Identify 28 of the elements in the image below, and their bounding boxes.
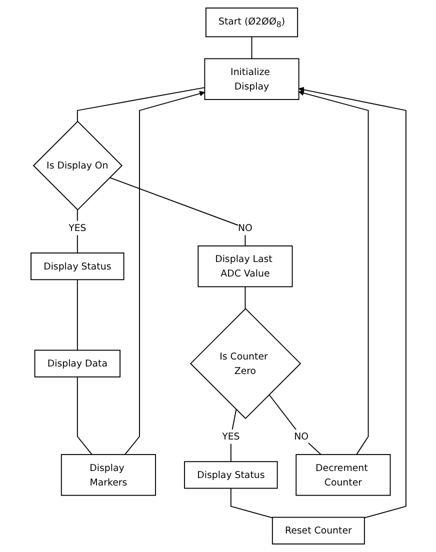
connector [244, 286, 246, 310]
connector [76, 87, 205, 122]
node-diamond: Is Counter Zero [189, 308, 301, 420]
arrow [124, 90, 204, 456]
connector [76, 376, 92, 456]
connector [76, 279, 78, 351]
node-box: Display Markers [60, 454, 156, 496]
connector [108, 177, 246, 246]
connector [230, 409, 236, 462]
node-box: Reset Counter [271, 516, 364, 544]
connector [76, 209, 78, 254]
connector [250, 36, 252, 60]
edge-label: NO [238, 222, 252, 234]
connector [230, 488, 272, 518]
arrow [298, 90, 368, 456]
edge-label: YES [222, 430, 240, 442]
node-box: Display Last ADC Value [197, 245, 292, 288]
connector [268, 394, 321, 456]
edge-label: NO [294, 430, 308, 442]
node-box: Decrement Counter [295, 454, 390, 496]
edge-label: YES [68, 222, 86, 234]
arrow [298, 86, 406, 518]
node-box: Initialize Display [204, 58, 299, 100]
node-box: Start (Ø2ØØ$_{8}$) [204, 8, 298, 38]
node-box: Display Data [34, 350, 120, 378]
node-diamond: Is Display On [32, 120, 122, 210]
node-box: Display Status [30, 252, 124, 280]
node-box: Display Status [184, 461, 278, 489]
